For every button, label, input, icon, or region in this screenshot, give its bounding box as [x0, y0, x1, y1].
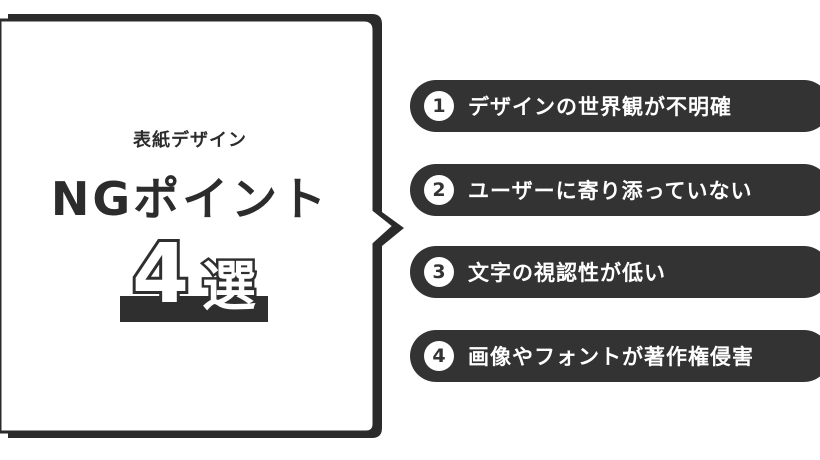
- item-label: 画像やフォントが著作権侵害: [468, 345, 754, 369]
- item-number-badge: 2: [424, 175, 454, 205]
- item-number-badge: 4: [424, 341, 454, 371]
- count-underline-bar: [120, 296, 268, 322]
- speech-bubble-body: [0, 18, 397, 434]
- count-number: 4: [129, 227, 192, 322]
- item-label: デザインの世界観が不明確: [468, 95, 732, 119]
- speech-bubble: [0, 14, 404, 438]
- ng-point-item: 4 画像やフォントが著作権侵害: [410, 330, 820, 382]
- ng-point-item: 2 ユーザーに寄り添っていない: [410, 164, 820, 216]
- item-label: 文字の視認性が低い: [468, 261, 666, 285]
- ng-point-item: 1 デザインの世界観が不明確: [410, 80, 820, 132]
- ng-points-title: NGポイント: [50, 172, 330, 226]
- count-suffix: 選: [200, 255, 259, 318]
- item-number-badge: 1: [424, 91, 454, 121]
- cover-design-subtitle: 表紙デザイン: [133, 130, 247, 151]
- item-label: ユーザーに寄り添っていない: [468, 179, 753, 203]
- ng-point-item: 3 文字の視認性が低い: [410, 246, 820, 298]
- count-badge: 4 選: [120, 231, 270, 328]
- item-number-badge: 3: [424, 257, 454, 287]
